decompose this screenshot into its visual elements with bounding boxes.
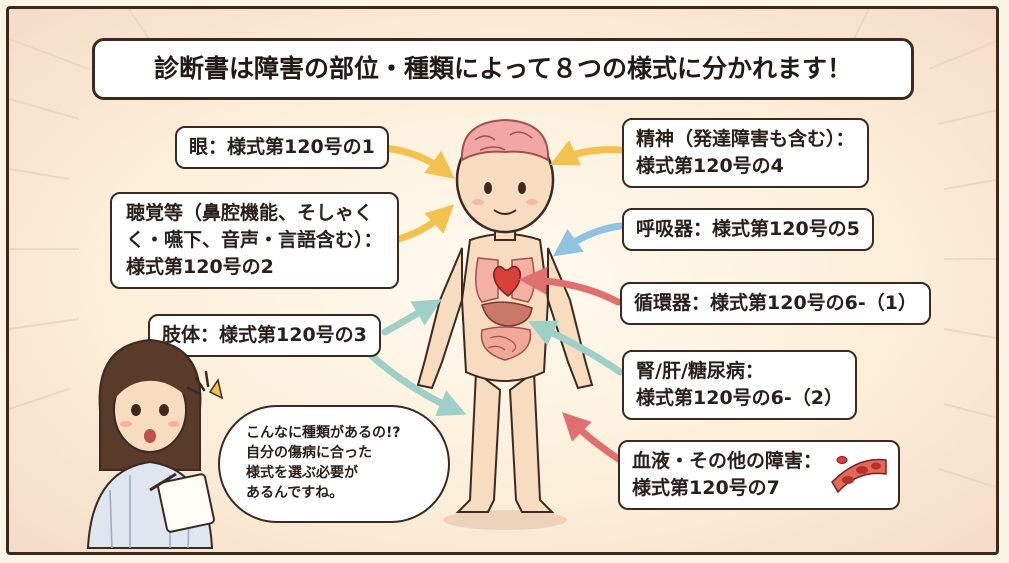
arrow-blood — [562, 412, 624, 464]
arrow-circulatory — [518, 266, 622, 306]
arrow-mental — [549, 140, 624, 166]
label-limbs: 肢体：様式第120号の3 — [148, 314, 381, 357]
blood-cells-icon — [831, 456, 887, 494]
arrow-limbs — [381, 299, 442, 336]
label-eye: 眼：様式第120号の1 — [175, 126, 389, 169]
label-circulatory: 循環器：様式第120号の6-（1） — [620, 282, 931, 325]
arrow-eye — [381, 144, 455, 179]
arrow-respiratory — [552, 222, 624, 257]
label-mental: 精神（発達障害も含む）： 様式第120号の4 — [622, 118, 869, 188]
arrow-limbs-2 — [368, 352, 467, 417]
speech-bubble: こんなに種類があるの!? 自分の傷病に合った 様式を選ぶ必要が あるんですね。 — [218, 405, 450, 523]
label-kidney: 腎/肝/糖尿病： 様式第120号の6-（2） — [622, 350, 857, 420]
arrow-hearing — [391, 204, 455, 244]
page-title: 診断書は障害の部位・種類によって８つの様式に分かれます！ — [92, 38, 914, 100]
label-blood: 血液・その他の障害： 様式第120号の7 — [618, 440, 900, 510]
label-hearing: 聴覚等（鼻腔機能、そしゃく く・嚥下、音声・言語含む）： 様式第120号の2 — [110, 192, 399, 289]
label-respiratory: 呼吸器：様式第120号の5 — [622, 208, 874, 251]
heart-icon — [493, 265, 521, 297]
background-rays — [9, 9, 996, 489]
alert-burst-icon — [186, 370, 224, 400]
arrow-kidney — [527, 320, 624, 376]
brain-icon — [460, 118, 550, 162]
